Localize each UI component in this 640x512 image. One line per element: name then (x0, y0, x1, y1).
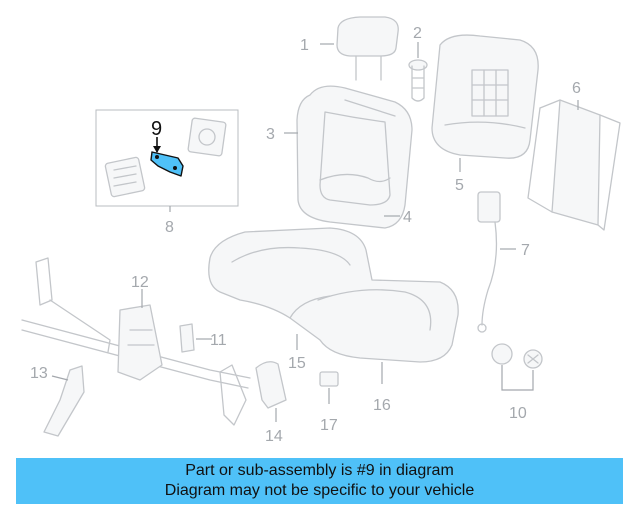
callout-6: 6 (572, 80, 581, 97)
parts-diagram: 1 2 3 4 5 6 7 (21, 16, 621, 445)
seat-cushion-part[interactable] (208, 227, 459, 363)
callout-15: 15 (288, 355, 306, 372)
callout-12: 12 (131, 274, 149, 291)
callout-13: 13 (30, 365, 48, 382)
cover-part-14[interactable] (255, 361, 287, 409)
callout-11: 11 (210, 332, 227, 349)
callout-3: 3 (266, 126, 275, 143)
headrest-guide-part[interactable] (408, 59, 428, 102)
seat-back-frame-part[interactable] (431, 34, 539, 159)
bracket-part-9[interactable] (150, 151, 184, 177)
callout-5: 5 (455, 177, 464, 194)
headrest-part[interactable] (336, 16, 399, 81)
side-bracket-part-13[interactable] (43, 365, 85, 437)
callout-10: 10 (509, 405, 527, 422)
callout-14: 14 (265, 428, 283, 445)
info-banner: Part or sub-assembly is #9 in diagram Di… (16, 458, 623, 504)
callout-17: 17 (320, 417, 338, 434)
callout-2: 2 (413, 25, 422, 42)
inset-box-8 (95, 109, 239, 207)
cap-parts-10[interactable] (491, 343, 543, 369)
leader-line-13 (51, 375, 69, 381)
callout-9: 9 (151, 118, 162, 140)
release-cable-part[interactable] (477, 191, 501, 333)
seat-frame-part[interactable] (21, 257, 251, 426)
seat-back-part[interactable] (296, 85, 413, 229)
callout-16: 16 (373, 397, 391, 414)
clip-part-17[interactable] (319, 371, 339, 387)
banner-line-2: Diagram may not be specific to your vehi… (164, 482, 475, 499)
callout-1: 1 (300, 37, 309, 54)
callout-4: 4 (403, 209, 412, 226)
banner-line-1: Part or sub-assembly is #9 in diagram (185, 462, 454, 479)
leader-arrow-9 (153, 146, 161, 153)
callout-8: 8 (165, 219, 174, 236)
back-panel-part[interactable] (527, 99, 621, 231)
leader-line-10 (501, 365, 534, 391)
callout-7: 7 (521, 242, 530, 259)
small-bracket-part-11[interactable] (179, 323, 195, 353)
